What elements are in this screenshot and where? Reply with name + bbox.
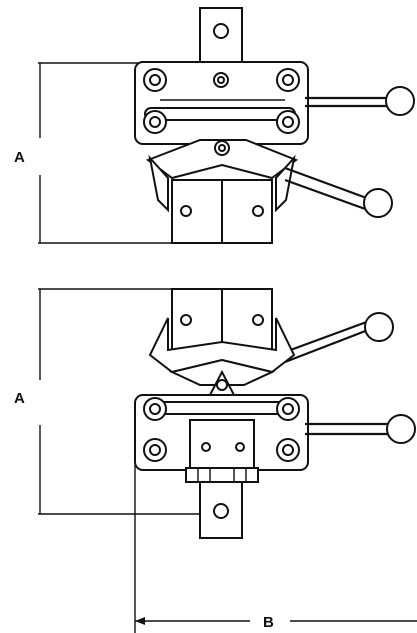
bottom-handle-upper-rod <box>284 318 373 354</box>
bottom-pivot-bolt-center <box>282 403 294 415</box>
top-pivot-bolt-center <box>149 74 161 86</box>
top-pivot-bolt-center <box>149 116 161 128</box>
bottom-clamp-view: A <box>14 288 417 633</box>
top-jaw-right <box>221 179 273 244</box>
bottom-spindle-block <box>189 419 255 469</box>
top-handle-lower-knob <box>363 188 393 218</box>
top-clamp-view: A <box>14 7 415 244</box>
bottom-link-bar <box>144 401 296 415</box>
bottom-handle-upper-knob <box>364 312 394 342</box>
bottom-handle-lower-knob <box>386 414 416 444</box>
bottom-spindle-block-hole <box>201 442 211 452</box>
top-handle-upper-knob <box>385 86 415 116</box>
top-jaw-hole <box>180 205 192 217</box>
bottom-spindle-nut <box>185 467 259 483</box>
top-jaw-left <box>171 179 223 244</box>
top-pivot-bolt-center <box>217 76 225 84</box>
top-dim-label: A <box>14 149 25 166</box>
bottom-spindle-block-hole <box>235 442 245 452</box>
bottom-dim-label: A <box>14 390 25 407</box>
dimension-b: B <box>134 465 417 633</box>
bottom-jaw-hole <box>180 314 192 326</box>
bottom-jaw-right <box>221 288 273 352</box>
top-jaw-hole <box>252 205 264 217</box>
bottom-pivot-bolt-center <box>282 444 294 456</box>
top-scissor-right-leg <box>275 154 296 213</box>
top-scissor-left-leg <box>148 154 169 213</box>
bottom-scissor-arms <box>148 317 296 374</box>
top-pivot-bolt-center <box>282 116 294 128</box>
top-mount-hole <box>213 23 229 39</box>
bottom-pivot-bolt-center <box>149 444 161 456</box>
bottom-mount-hole <box>213 503 229 519</box>
top-handle-lower-rod <box>284 166 373 202</box>
top-dimension-a: A <box>14 62 175 244</box>
bottom-handle-upper-rod <box>284 328 369 364</box>
top-scissor-pivot-center <box>218 144 226 152</box>
b-dim-arrow <box>135 617 145 625</box>
bottom-center-link-pivot <box>216 379 228 391</box>
b-dim-label: B <box>263 614 274 631</box>
bottom-pivot-bolt-center <box>149 403 161 415</box>
top-handle-lower-rod <box>284 178 369 212</box>
top-pivot-bolt-center <box>282 74 294 86</box>
bottom-jaw-left <box>171 288 223 352</box>
top-link-bar <box>144 107 296 121</box>
bottom-dimension-a: A <box>14 288 215 515</box>
bottom-jaw-hole <box>252 314 264 326</box>
